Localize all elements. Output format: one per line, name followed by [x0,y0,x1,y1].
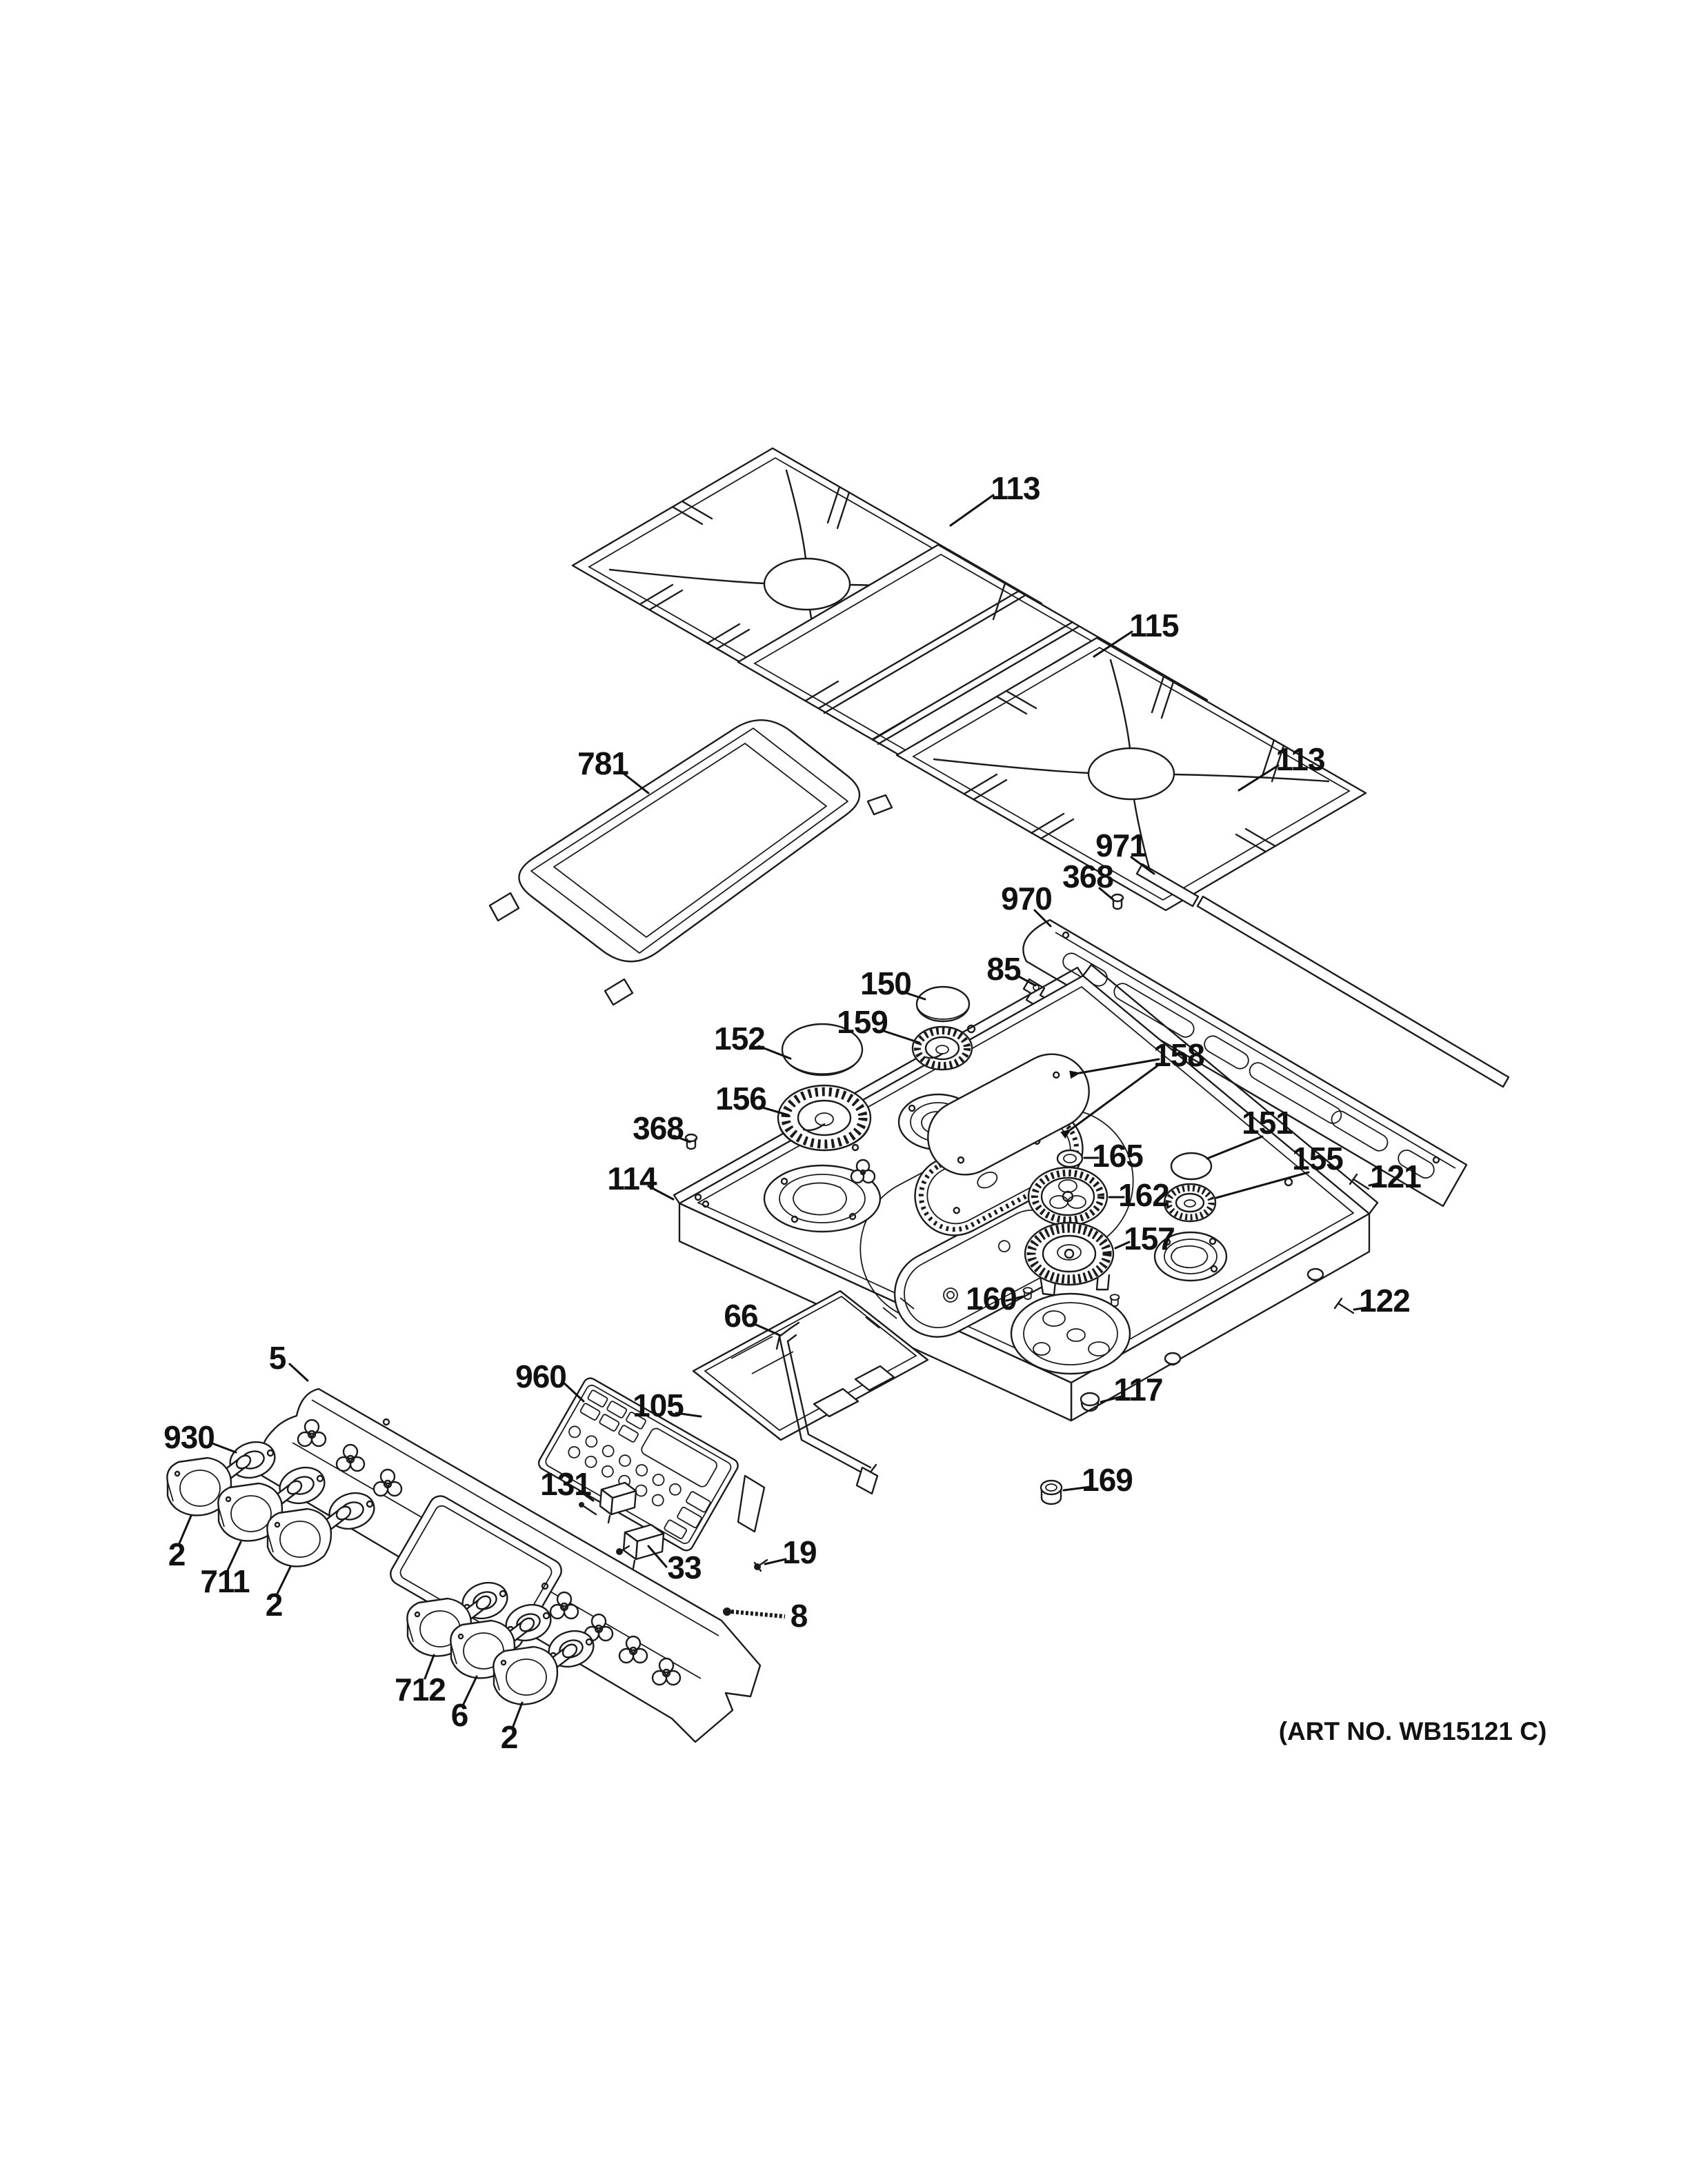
callout-158-covers: 158 [1153,1037,1204,1073]
callout-155-burner: 155 [1292,1141,1343,1176]
callout-5-panel: 5 [269,1340,286,1376]
igniter [850,1159,876,1184]
apron-grommet [1164,1268,1324,1366]
callout-971-trim: 971 [1095,828,1146,863]
switch-131 [579,1481,637,1524]
screw-122 [1333,1297,1355,1314]
callout-368-left-screw: 368 [633,1110,684,1146]
leader-lines [178,494,1380,1727]
callout-970-vent: 970 [1001,881,1052,916]
callout-157-burner: 157 [1124,1221,1175,1256]
screw-8 [723,1607,786,1619]
plate-right [1153,1231,1228,1282]
screw-368-top [1111,893,1124,910]
callout-85-clip: 85 [986,951,1021,987]
callout-930-bezel: 930 [163,1419,215,1455]
burner-162 [1027,1166,1109,1227]
callout-33-switch: 33 [667,1550,701,1585]
callout-781-griddle: 781 [577,745,628,781]
callout-960-keypad: 960 [515,1359,566,1394]
callout-114-maintop: 114 [607,1161,657,1196]
callout-169-nut: 169 [1082,1462,1133,1498]
switch-33 [616,1523,665,1570]
callout-131-switch: 131 [540,1466,591,1502]
art-number: (ART NO. WB15121 C) [1279,1717,1547,1745]
callout-113-right-grate: 113 [1275,741,1324,777]
control-module-105 [692,1290,929,1441]
callout-160-screw: 160 [966,1281,1017,1316]
callout-2-knob-mid: 2 [266,1587,283,1623]
callout-105-module: 105 [633,1387,684,1423]
callout-162-burner: 162 [1118,1177,1169,1213]
knob-2-mid [266,1503,354,1567]
callout-711-knob: 711 [200,1563,250,1599]
callout-117-nut: 117 [1113,1372,1162,1407]
cap-151 [1170,1152,1213,1181]
knob-2-front [493,1641,580,1705]
callout-122-screw: 122 [1359,1283,1410,1319]
callout-165-ring: 165 [1092,1138,1143,1174]
plate-left [763,1164,882,1233]
burner-159 [911,1025,973,1071]
callout-712-knob: 712 [395,1672,446,1707]
callout-2-knob-front: 2 [501,1719,518,1755]
burner-155 [1163,1183,1217,1223]
callout-19-screw: 19 [782,1534,816,1570]
callout-113-left-grate: 113 [991,470,1040,506]
cap-150 [915,985,971,1023]
backguard-trim [1135,863,1510,1088]
callout-66-bracket: 66 [724,1298,757,1334]
callout-368-top-screw: 368 [1062,859,1113,894]
callout-151-cap: 151 [1242,1105,1293,1141]
cap-152 [781,1023,864,1076]
keypad-960 [537,1377,766,1552]
callout-152-cap: 152 [714,1021,765,1056]
callout-159-burner: 159 [837,1004,888,1040]
oval-burner-158-cover [927,1053,1090,1176]
nut-169 [1040,1479,1063,1505]
screw-121 [1349,1173,1370,1190]
callout-156-burner: 156 [715,1081,766,1116]
griddle [488,719,893,1006]
callout-2-knob-left: 2 [168,1536,186,1572]
callout-121-screw: 121 [1370,1159,1421,1194]
plate-front [1010,1292,1131,1375]
burner-157 [1024,1221,1115,1296]
callout-115-center-grate: 115 [1129,608,1179,643]
screw-19 [753,1559,768,1572]
callout-150-cap: 150 [860,965,911,1001]
burner-156 [777,1084,872,1152]
callout-6-knob: 6 [451,1697,468,1733]
ring-165 [1056,1149,1084,1168]
callout-8-screw: 8 [791,1598,808,1634]
support-bracket-66 [775,1321,879,1495]
